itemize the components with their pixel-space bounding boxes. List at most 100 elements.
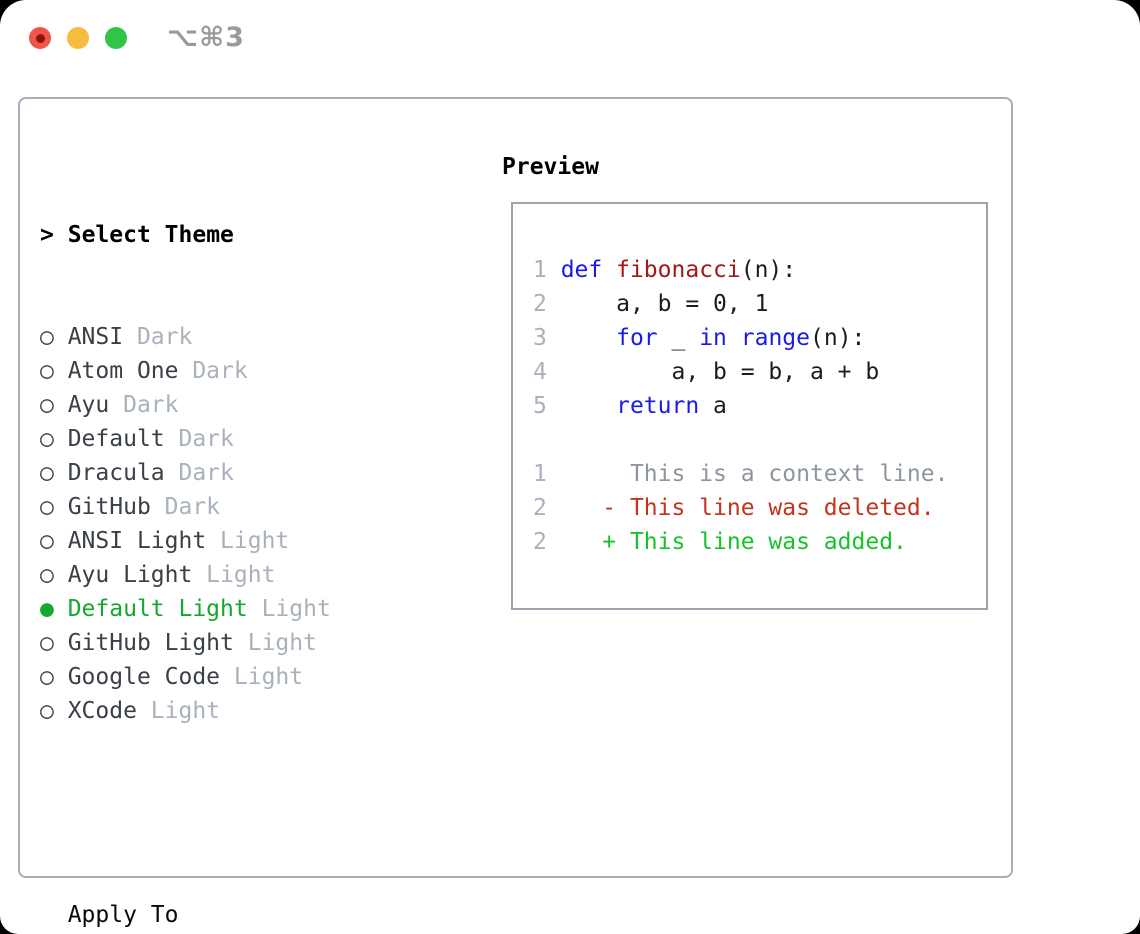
code-token-pl bbox=[561, 325, 616, 351]
code-token-kw: range bbox=[740, 325, 810, 351]
radio-unselected-icon: ○ bbox=[40, 698, 68, 724]
theme-name: XCode bbox=[67, 698, 137, 724]
code-token-fn: fibonacci bbox=[616, 257, 741, 283]
code-line: 1 def fibonacci(n): bbox=[533, 253, 986, 287]
theme-variant-badge: Light bbox=[192, 562, 276, 588]
prompt-icon: > bbox=[40, 222, 54, 248]
theme-option-ansi-dark[interactable]: ○ ANSI Dark bbox=[40, 320, 442, 354]
theme-option-google-code-light[interactable]: ○ Google Code Light bbox=[40, 660, 442, 694]
radio-unselected-icon: ○ bbox=[40, 562, 68, 588]
code-line: 1 This is a context line. bbox=[533, 457, 986, 491]
code-token-kw: in bbox=[699, 325, 727, 351]
theme-name: Ayu Light bbox=[67, 562, 193, 588]
theme-name: Default bbox=[67, 426, 165, 452]
theme-name: Default Light bbox=[67, 596, 248, 622]
radio-unselected-icon: ○ bbox=[40, 460, 68, 486]
radio-unselected-icon: ○ bbox=[40, 494, 68, 520]
preview-title: Preview bbox=[502, 154, 599, 180]
close-dot-icon bbox=[35, 33, 45, 43]
line-number: 1 bbox=[533, 461, 561, 487]
radio-unselected-icon: ○ bbox=[40, 324, 68, 350]
theme-list: ○ ANSI Dark○ Atom One Dark○ Ayu Dark○ De… bbox=[40, 320, 442, 728]
theme-option-ayu-light-light[interactable]: ○ Ayu Light Light bbox=[40, 558, 442, 592]
apply-to-title: Apply To bbox=[67, 902, 179, 928]
code-token-kw: def bbox=[560, 257, 603, 283]
theme-option-default-light-light[interactable]: ● Default Light Light bbox=[40, 592, 442, 626]
code-token-ctx: This is a context line. bbox=[560, 461, 949, 487]
theme-option-ayu-dark[interactable]: ○ Ayu Dark bbox=[40, 388, 442, 422]
radio-selected-icon: ● bbox=[40, 596, 68, 622]
zoom-button[interactable] bbox=[105, 27, 127, 49]
settings-panel: > Select Theme ○ ANSI Dark○ Atom One Dar… bbox=[18, 97, 1013, 928]
traffic-lights bbox=[29, 27, 127, 49]
line-number: 2 bbox=[533, 529, 561, 555]
theme-variant-badge: Dark bbox=[123, 324, 193, 350]
code-token-pl: (n): bbox=[740, 257, 797, 283]
close-button[interactable] bbox=[29, 27, 51, 49]
line-number bbox=[533, 427, 561, 453]
theme-name: ANSI bbox=[67, 324, 124, 350]
spacer bbox=[40, 796, 442, 830]
theme-name: ANSI Light bbox=[67, 528, 207, 554]
theme-option-github-light-light[interactable]: ○ GitHub Light Light bbox=[40, 626, 442, 660]
code-token-kw: return bbox=[616, 393, 700, 419]
theme-name: Dracula bbox=[67, 460, 165, 486]
theme-option-dracula-dark[interactable]: ○ Dracula Dark bbox=[40, 456, 442, 490]
theme-option-default-dark[interactable]: ○ Default Dark bbox=[40, 422, 442, 456]
titlebar: ⌥⌘3 bbox=[0, 0, 1140, 76]
radio-unselected-icon: ○ bbox=[40, 426, 68, 452]
radio-unselected-icon: ○ bbox=[40, 664, 68, 690]
code-token-pl bbox=[602, 257, 616, 283]
code-token-pl: a, b = 0, 1 bbox=[560, 291, 769, 317]
code-token-pl bbox=[727, 325, 741, 351]
theme-name: Google Code bbox=[67, 664, 221, 690]
line-number: 4 bbox=[533, 359, 561, 385]
code-token-pl: (n): bbox=[810, 325, 866, 351]
code-line: 3 for _ in range(n): bbox=[533, 321, 986, 355]
theme-variant-badge: Dark bbox=[150, 494, 221, 520]
theme-option-github-dark[interactable]: ○ GitHub Dark bbox=[40, 490, 442, 524]
theme-variant-badge: Light bbox=[233, 630, 317, 656]
line-number: 5 bbox=[533, 393, 561, 419]
theme-variant-badge: Dark bbox=[178, 358, 248, 384]
code-token-pl: a bbox=[699, 393, 727, 419]
code-line: 2 a, b = 0, 1 bbox=[533, 287, 986, 321]
code-line bbox=[533, 423, 986, 457]
theme-variant-badge: Light bbox=[247, 596, 331, 622]
theme-name: Ayu bbox=[67, 392, 110, 418]
code-line: 4 a, b = b, a + b bbox=[533, 355, 986, 389]
line-number: 3 bbox=[533, 325, 561, 351]
code-token-pl: _ bbox=[657, 325, 700, 351]
theme-name: Atom One bbox=[67, 358, 179, 384]
line-number: 2 bbox=[533, 495, 561, 521]
theme-name: GitHub Light bbox=[67, 630, 234, 656]
theme-selector: > Select Theme ○ ANSI Dark○ Atom One Dar… bbox=[40, 150, 442, 934]
line-number: 1 bbox=[533, 257, 561, 283]
theme-variant-badge: Light bbox=[206, 528, 290, 554]
code-token-kw: for bbox=[616, 325, 658, 351]
code-token-pl bbox=[561, 393, 616, 419]
radio-unselected-icon: ○ bbox=[40, 528, 68, 554]
theme-variant-badge: Dark bbox=[109, 392, 179, 418]
theme-variant-badge: Light bbox=[220, 664, 304, 690]
minimize-button[interactable] bbox=[67, 27, 89, 49]
code-line: 5 return a bbox=[533, 389, 986, 423]
window-shortcut-label: ⌥⌘3 bbox=[167, 22, 245, 53]
code-token-add: + This line was added. bbox=[560, 529, 907, 555]
code-line: 2 - This line was deleted. bbox=[533, 491, 986, 525]
code-token-del: - This line was deleted. bbox=[560, 495, 935, 521]
radio-unselected-icon: ○ bbox=[40, 358, 68, 384]
code-token-pl: a, b = b, a + b bbox=[560, 359, 880, 385]
code-line: 2 + This line was added. bbox=[533, 525, 986, 559]
theme-variant-badge: Dark bbox=[164, 460, 234, 486]
theme-option-ansi-light-light[interactable]: ○ ANSI Light Light bbox=[40, 524, 442, 558]
select-theme-title: > Select Theme bbox=[40, 222, 234, 248]
theme-option-atom-one-dark[interactable]: ○ Atom One Dark bbox=[40, 354, 442, 388]
radio-unselected-icon: ○ bbox=[40, 392, 68, 418]
theme-option-xcode-light[interactable]: ○ XCode Light bbox=[40, 694, 442, 728]
theme-variant-badge: Dark bbox=[164, 426, 234, 452]
radio-unselected-icon: ○ bbox=[40, 630, 68, 656]
line-number: 2 bbox=[533, 291, 561, 317]
